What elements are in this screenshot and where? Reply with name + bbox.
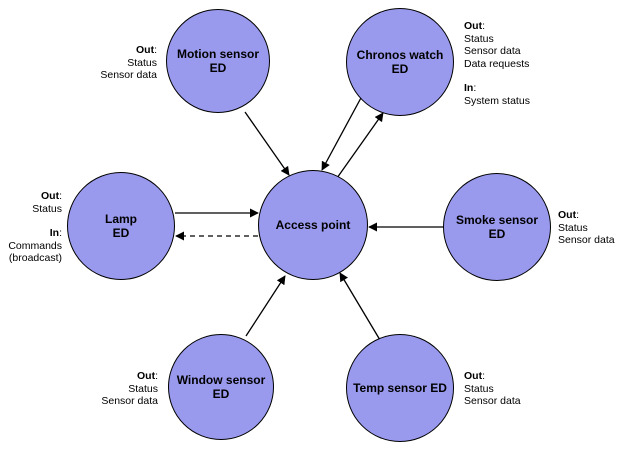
motion-sensor-note: Out: Status Sensor data: [100, 44, 157, 81]
chronos-out-label: Out: [464, 20, 483, 32]
motion-sensor-subtitle: ED: [209, 61, 227, 75]
arrow-temp-to-access: [339, 272, 381, 341]
window-sensor-title: Window sensor: [176, 373, 266, 387]
smoke-out-item: Status: [558, 221, 588, 234]
lamp-in-label: In: [49, 227, 60, 239]
lamp-note: Out: Status In: Commands (broadcast): [8, 190, 62, 264]
smoke-sensor-node: Smoke sensor ED: [443, 173, 551, 281]
temp-sensor-note: Out: Status Sensor data: [464, 370, 521, 407]
lamp-in-item: (broadcast): [8, 252, 62, 264]
motion-out-label: Out: [136, 44, 155, 56]
motion-out-item: Status: [127, 56, 157, 69]
chronos-in-item: System status: [464, 94, 530, 107]
chronos-out-item: Sensor data: [464, 45, 521, 57]
motion-out-item: Sensor data: [100, 69, 157, 81]
temp-out-item: Status: [464, 382, 494, 395]
window-sensor-node: Window sensor ED: [168, 334, 274, 440]
arrow-access-to-chronos: [336, 112, 384, 179]
arrow-window-to-access: [245, 275, 286, 337]
window-sensor-note: Out: Status Sensor data: [101, 370, 158, 407]
chronos-out-item: Data requests: [464, 57, 530, 70]
window-out-item: Status: [128, 382, 158, 395]
arrow-chronos-to-access: [321, 95, 363, 171]
access-point-node: Access point: [258, 170, 368, 280]
chronos-watch-node: Chronos watch ED: [346, 8, 454, 116]
lamp-subtitle: ED: [112, 226, 130, 240]
chronos-out-item: Status: [464, 32, 494, 45]
temp-sensor-node: Temp sensor ED: [346, 334, 454, 442]
smoke-out-item: Sensor data: [558, 234, 615, 246]
lamp-title: Lamp: [104, 212, 137, 226]
smoke-out-label: Out: [558, 209, 577, 221]
lamp-out-item: Status: [32, 202, 62, 215]
motion-sensor-node: Motion sensor ED: [166, 9, 270, 113]
chronos-watch-title: Chronos watch: [356, 48, 444, 62]
chronos-watch-subtitle: ED: [391, 62, 409, 76]
window-sensor-subtitle: ED: [212, 387, 230, 401]
temp-out-item: Sensor data: [464, 395, 521, 407]
window-out-item: Sensor data: [101, 395, 158, 407]
chronos-in-label: In: [464, 82, 474, 94]
temp-sensor-title: Temp sensor ED: [353, 381, 447, 395]
temp-out-label: Out: [464, 370, 483, 382]
lamp-in-item: Commands: [8, 239, 62, 252]
smoke-sensor-title: Smoke sensor: [455, 213, 539, 227]
chronos-watch-note: Out: Status Sensor data Data requests In…: [464, 20, 530, 107]
smoke-sensor-subtitle: ED: [488, 227, 506, 241]
lamp-out-label: Out: [41, 190, 60, 202]
arrow-motion-to-access: [244, 111, 290, 176]
motion-sensor-title: Motion sensor: [176, 47, 259, 61]
window-out-label: Out: [137, 370, 156, 382]
access-point-title: Access point: [275, 218, 351, 232]
lamp-node: Lamp ED: [67, 172, 175, 280]
smoke-sensor-note: Out: Status Sensor data: [558, 209, 615, 246]
